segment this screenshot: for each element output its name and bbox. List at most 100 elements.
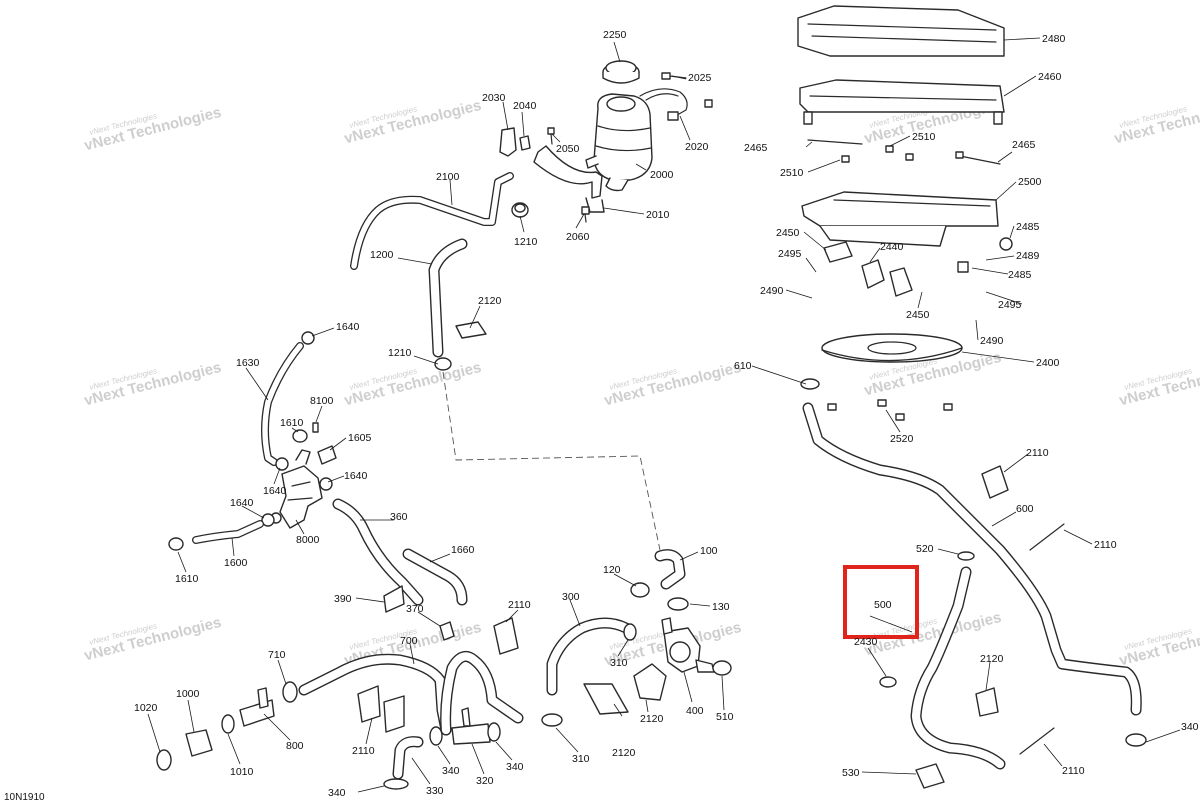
tank-strap[interactable]	[639, 88, 688, 121]
callout-320[interactable]: 320	[476, 775, 494, 787]
callout-2250[interactable]: 2250	[603, 29, 627, 41]
clamp-2430[interactable]	[879, 676, 897, 688]
clamp-1210-lower[interactable]	[434, 357, 452, 371]
callout-2490-right[interactable]: 2490	[980, 335, 1004, 347]
grommet-610[interactable]	[800, 378, 820, 390]
bolt-2040[interactable]	[519, 135, 531, 151]
hose-1600[interactable]	[192, 520, 264, 544]
callout-520[interactable]: 520	[916, 543, 934, 555]
hose-600[interactable]	[802, 402, 1142, 716]
hose-clip-390[interactable]	[383, 585, 405, 613]
callout-2110-right[interactable]: 2110	[1026, 447, 1049, 459]
hose-clip-2110-mid[interactable]	[493, 617, 519, 655]
rod-2465-right[interactable]	[959, 155, 1001, 165]
hose-100[interactable]	[654, 549, 686, 590]
callout-1660[interactable]: 1660	[451, 544, 475, 556]
callout-2510-top[interactable]: 2510	[912, 131, 936, 143]
callout-2000[interactable]: 2000	[650, 169, 674, 181]
valve-assembly[interactable]	[270, 449, 323, 529]
callout-130[interactable]: 130	[712, 601, 730, 613]
callout-2040[interactable]: 2040	[513, 100, 537, 112]
hose-360[interactable]	[332, 498, 424, 606]
callout-1210-top[interactable]: 1210	[514, 236, 538, 248]
clamp-340-bottom[interactable]	[383, 778, 409, 790]
callout-710[interactable]: 710	[268, 649, 286, 661]
coupler-1000[interactable]	[185, 729, 213, 757]
fitting-1605[interactable]	[317, 445, 337, 465]
callout-370[interactable]: 370	[406, 603, 424, 615]
callout-2495-right[interactable]: 2495	[998, 299, 1022, 311]
clamp-310-upper[interactable]	[623, 623, 637, 641]
bolts-2510[interactable]	[841, 145, 964, 163]
callout-2025[interactable]: 2025	[688, 72, 712, 84]
callout-2100[interactable]: 2100	[436, 171, 460, 183]
clamp-1640-low[interactable]	[275, 457, 289, 471]
callout-2510-left[interactable]: 2510	[780, 167, 804, 179]
callout-2110-bottom[interactable]: 2110	[1062, 765, 1085, 777]
callout-2120-right[interactable]: 2120	[980, 653, 1004, 665]
callout-400[interactable]: 400	[686, 705, 704, 717]
callout-2485-mid[interactable]: 2485	[1008, 269, 1032, 281]
callout-1630[interactable]: 1630	[236, 357, 260, 369]
tee-800[interactable]	[239, 687, 275, 727]
callout-800[interactable]: 800	[286, 740, 304, 752]
callout-2110-lower[interactable]: 2110	[352, 745, 375, 757]
clamp-510[interactable]	[712, 660, 732, 676]
callout-510[interactable]: 510	[716, 711, 734, 723]
callout-2120-top[interactable]: 2120	[478, 295, 502, 307]
callout-1020[interactable]: 1020	[134, 702, 158, 714]
callout-2110-far[interactable]: 2110	[1094, 539, 1117, 551]
fitting-1610-lower[interactable]	[168, 537, 184, 551]
hose-clip-2120-top[interactable]	[455, 321, 487, 339]
nuts-2520[interactable]	[827, 399, 953, 421]
callout-500[interactable]: 500	[874, 599, 892, 611]
hose-clip-2110-right[interactable]	[981, 465, 1009, 499]
clamp-1020[interactable]	[156, 749, 172, 771]
callout-2495-left[interactable]: 2495	[778, 248, 802, 260]
callout-100[interactable]: 100	[700, 545, 718, 557]
clamp-310-lower[interactable]	[541, 713, 563, 727]
callout-2465-right[interactable]: 2465	[1012, 139, 1036, 151]
callout-600[interactable]: 600	[1016, 503, 1034, 515]
callout-2485-top[interactable]: 2485	[1016, 221, 1040, 233]
rod-2465-left[interactable]	[807, 139, 863, 145]
radiator-core[interactable]	[799, 79, 1005, 125]
callout-1600[interactable]: 1600	[224, 557, 248, 569]
callout-2030[interactable]: 2030	[482, 92, 506, 104]
clamp-1640-top[interactable]	[301, 331, 315, 345]
callout-2400[interactable]: 2400	[1036, 357, 1060, 369]
callout-2010[interactable]: 2010	[646, 209, 670, 221]
clamp-340-right[interactable]	[487, 722, 501, 742]
callout-2460[interactable]: 2460	[1038, 71, 1062, 83]
callout-2490-left[interactable]: 2490	[760, 285, 784, 297]
callout-310-upper[interactable]: 310	[610, 657, 628, 669]
callout-1610-upper[interactable]: 1610	[280, 417, 304, 429]
clamp-1010[interactable]	[221, 714, 235, 734]
callout-2450-top[interactable]: 2450	[776, 227, 800, 239]
hose-clip-2120-mid[interactable]	[583, 663, 667, 715]
connector-2485[interactable]	[957, 237, 1013, 273]
callout-340-left[interactable]: 340	[442, 765, 460, 777]
callout-2050[interactable]: 2050	[556, 143, 580, 155]
hose-clip-2110-lower[interactable]	[357, 685, 405, 733]
thermostat-housing[interactable]	[661, 617, 715, 673]
hose-1200[interactable]	[428, 238, 468, 358]
callout-2060[interactable]: 2060	[566, 231, 590, 243]
radiator-top-tray[interactable]	[797, 5, 1005, 57]
callout-2020[interactable]: 2020	[685, 141, 709, 153]
overflow-tube[interactable]	[350, 172, 514, 270]
bolt-2050[interactable]	[547, 127, 555, 145]
rod-2110-right[interactable]	[1029, 523, 1065, 551]
fan-shroud[interactable]	[801, 191, 999, 247]
callout-360[interactable]: 360	[390, 511, 408, 523]
fitting-320[interactable]	[451, 707, 491, 745]
fitting-370[interactable]	[439, 621, 455, 641]
nut-2070[interactable]	[704, 99, 713, 108]
callout-2500[interactable]: 2500	[1018, 176, 1042, 188]
callout-2520[interactable]: 2520	[890, 433, 914, 445]
clamp-710[interactable]	[282, 681, 298, 703]
callout-2465-left[interactable]: 2465	[744, 142, 768, 154]
callout-2110-mid[interactable]: 2110	[508, 599, 531, 611]
callout-1640-low[interactable]: 1640	[263, 485, 287, 497]
hose-300[interactable]	[546, 617, 632, 696]
